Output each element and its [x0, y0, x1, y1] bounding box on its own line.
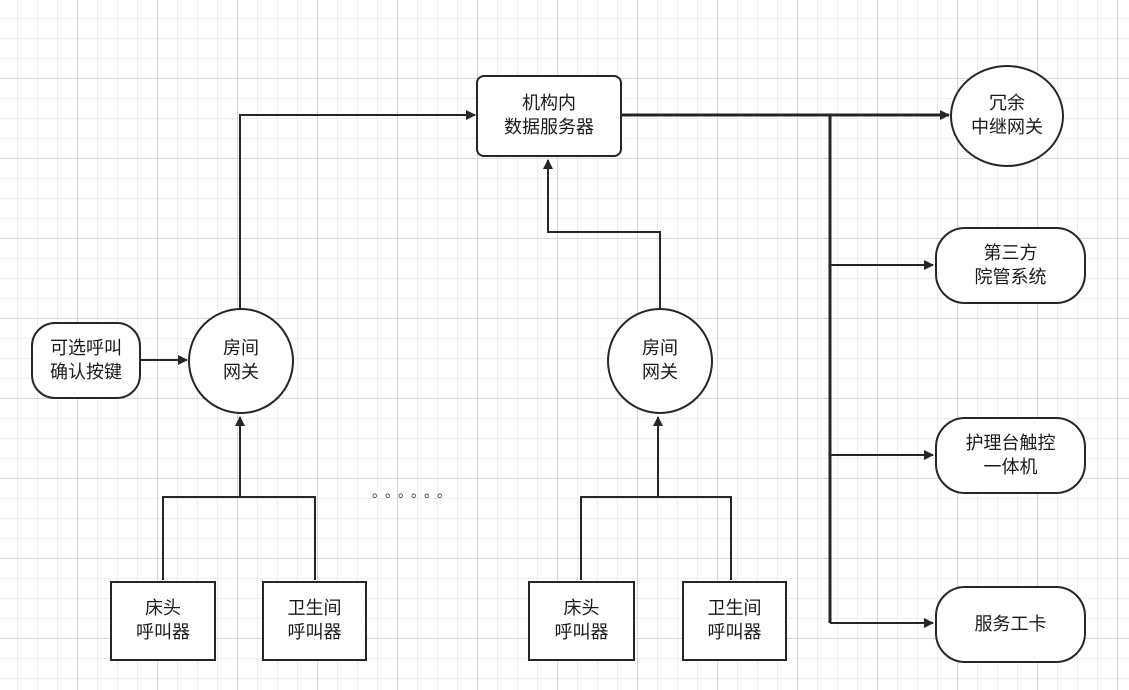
node-label: 呼叫器	[136, 622, 190, 643]
bed-caller-left-node[interactable]: 床头 呼叫器	[110, 581, 216, 661]
node-label: 房间	[223, 338, 259, 359]
node-label: 床头	[145, 598, 181, 619]
node-label: 房间	[642, 338, 678, 359]
bathroom-caller-left-node[interactable]: 卫生间 呼叫器	[262, 581, 367, 661]
node-label: 网关	[223, 362, 259, 383]
room-gateway-left-node[interactable]: 房间 网关	[188, 308, 294, 414]
node-label: 呼叫器	[287, 622, 342, 643]
node-label: 机构内	[522, 93, 576, 114]
node-label: 卫生间	[707, 598, 762, 619]
node-label: 呼叫器	[707, 622, 762, 643]
node-label: 卫生间	[287, 598, 342, 619]
bathroom-caller-right-node[interactable]: 卫生间 呼叫器	[682, 581, 787, 661]
node-label: 院管系统	[974, 266, 1047, 288]
node-label: 第三方	[983, 242, 1038, 264]
ellipsis-marker: 。。。。。。	[372, 485, 457, 501]
room-gateway-right-node[interactable]: 房间 网关	[607, 308, 713, 414]
node-label: 确认按键	[50, 361, 122, 383]
bed-caller-right-node[interactable]: 床头 呼叫器	[528, 581, 635, 661]
work-card-node[interactable]: 服务工卡	[935, 586, 1086, 663]
node-label: 中继网关	[971, 117, 1043, 138]
node-label: 可选呼叫	[50, 337, 122, 359]
connector-callers-left	[162, 417, 316, 580]
redundant-relay-gateway-node[interactable]: 冗余 中继网关	[950, 65, 1064, 167]
node-label: 一体机	[983, 456, 1038, 478]
node-label: 网关	[642, 362, 678, 383]
node-label: 冗余	[989, 93, 1025, 114]
nurse-station-node[interactable]: 护理台触控 一体机	[935, 417, 1086, 494]
third-party-system-node[interactable]: 第三方 院管系统	[935, 227, 1086, 304]
connector-gateway-right-to-server	[543, 159, 661, 308]
node-label: 床头	[563, 598, 600, 619]
optional-call-button-node[interactable]: 可选呼叫 确认按键	[31, 322, 141, 399]
node-label: 服务工卡	[974, 613, 1047, 635]
connector-gateway-left-to-server	[239, 110, 476, 308]
node-label: 呼叫器	[554, 622, 609, 643]
node-label: 护理台触控	[965, 432, 1056, 454]
connector-callers-right	[580, 417, 732, 580]
node-label: 数据服务器	[504, 117, 594, 138]
data-server-node[interactable]: 机构内 数据服务器	[476, 75, 622, 157]
